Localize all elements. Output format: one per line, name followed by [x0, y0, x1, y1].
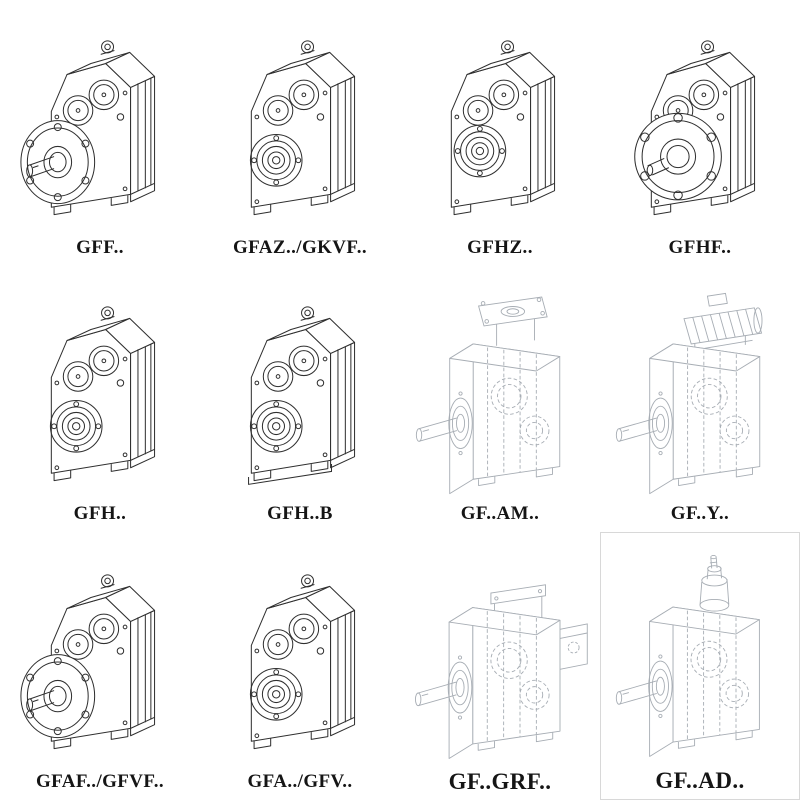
catalog-cell-gfa-gfv: GFA../GFV.. — [200, 532, 400, 800]
model-label: GFA../GFV.. — [247, 771, 353, 792]
model-label: GFH..B — [267, 503, 333, 524]
model-label: GF..GRF.. — [448, 769, 552, 794]
drawing-area — [600, 2, 800, 234]
model-label: GF..Y.. — [670, 503, 730, 524]
model-label: GF..AM.. — [460, 503, 540, 524]
catalog-cell-gfhf: GFHF.. — [600, 0, 800, 266]
drawing-area — [400, 2, 600, 234]
model-label: GF..AD.. — [655, 768, 745, 793]
model-label: GFF.. — [76, 237, 124, 258]
catalog-cell-gf-y: GF..Y.. — [600, 266, 800, 532]
gearbox-flange-adapter-icon — [415, 584, 588, 759]
hollow-shaft-gearbox-icon — [450, 40, 555, 216]
model-label: GFAF../GFVF.. — [35, 771, 164, 792]
catalog-cell-gf-am: GF..AM.. — [400, 266, 600, 532]
drawing-area — [600, 268, 800, 500]
gearbox-motor-icon — [615, 292, 763, 495]
hollow-shaft-gearbox-icon — [49, 306, 155, 482]
drawing-area — [0, 534, 200, 768]
drawing-area — [400, 534, 600, 768]
model-label: GFHZ.. — [467, 237, 533, 258]
hollow-shaft-foot-gearbox-icon — [247, 306, 355, 485]
catalog-cell-gf-grf: GF..GRF.. — [400, 532, 600, 800]
drawing-area — [0, 2, 200, 234]
drawing-area — [200, 534, 400, 768]
hollow-shaft-gearbox-icon — [249, 40, 355, 216]
hollow-shaft-gearbox-icon — [249, 574, 355, 750]
drawing-area — [601, 535, 799, 767]
model-label: GFAZ../GKVF.. — [233, 237, 367, 258]
front-flange-gearbox-icon — [634, 40, 755, 216]
catalog-cell-gff: GFF.. — [0, 0, 200, 266]
catalog-cell-gfaz-gkvf: GFAZ../GKVF.. — [200, 0, 400, 266]
flange-output-gearbox-icon — [20, 574, 155, 750]
drawing-area — [0, 268, 200, 500]
gearbox-input-shaft-adapter-icon — [615, 555, 760, 757]
drawing-area — [200, 2, 400, 234]
flange-output-gearbox-icon — [20, 40, 155, 216]
model-label: GFH.. — [73, 503, 127, 524]
catalog-cell-gfaf-gfvf: GFAF../GFVF.. — [0, 532, 200, 800]
gearbox-iec-adapter-icon — [415, 296, 560, 495]
drawing-area — [200, 268, 400, 500]
model-label: GFHF.. — [668, 237, 732, 258]
catalog-cell-gf-ad: GF..AD.. — [600, 532, 800, 800]
catalog-cell-gfh: GFH.. — [0, 266, 200, 532]
catalog-cell-gfh-b: GFH..B — [200, 266, 400, 532]
catalog-cell-gfhz: GFHZ.. — [400, 0, 600, 266]
drawing-area — [400, 268, 600, 500]
